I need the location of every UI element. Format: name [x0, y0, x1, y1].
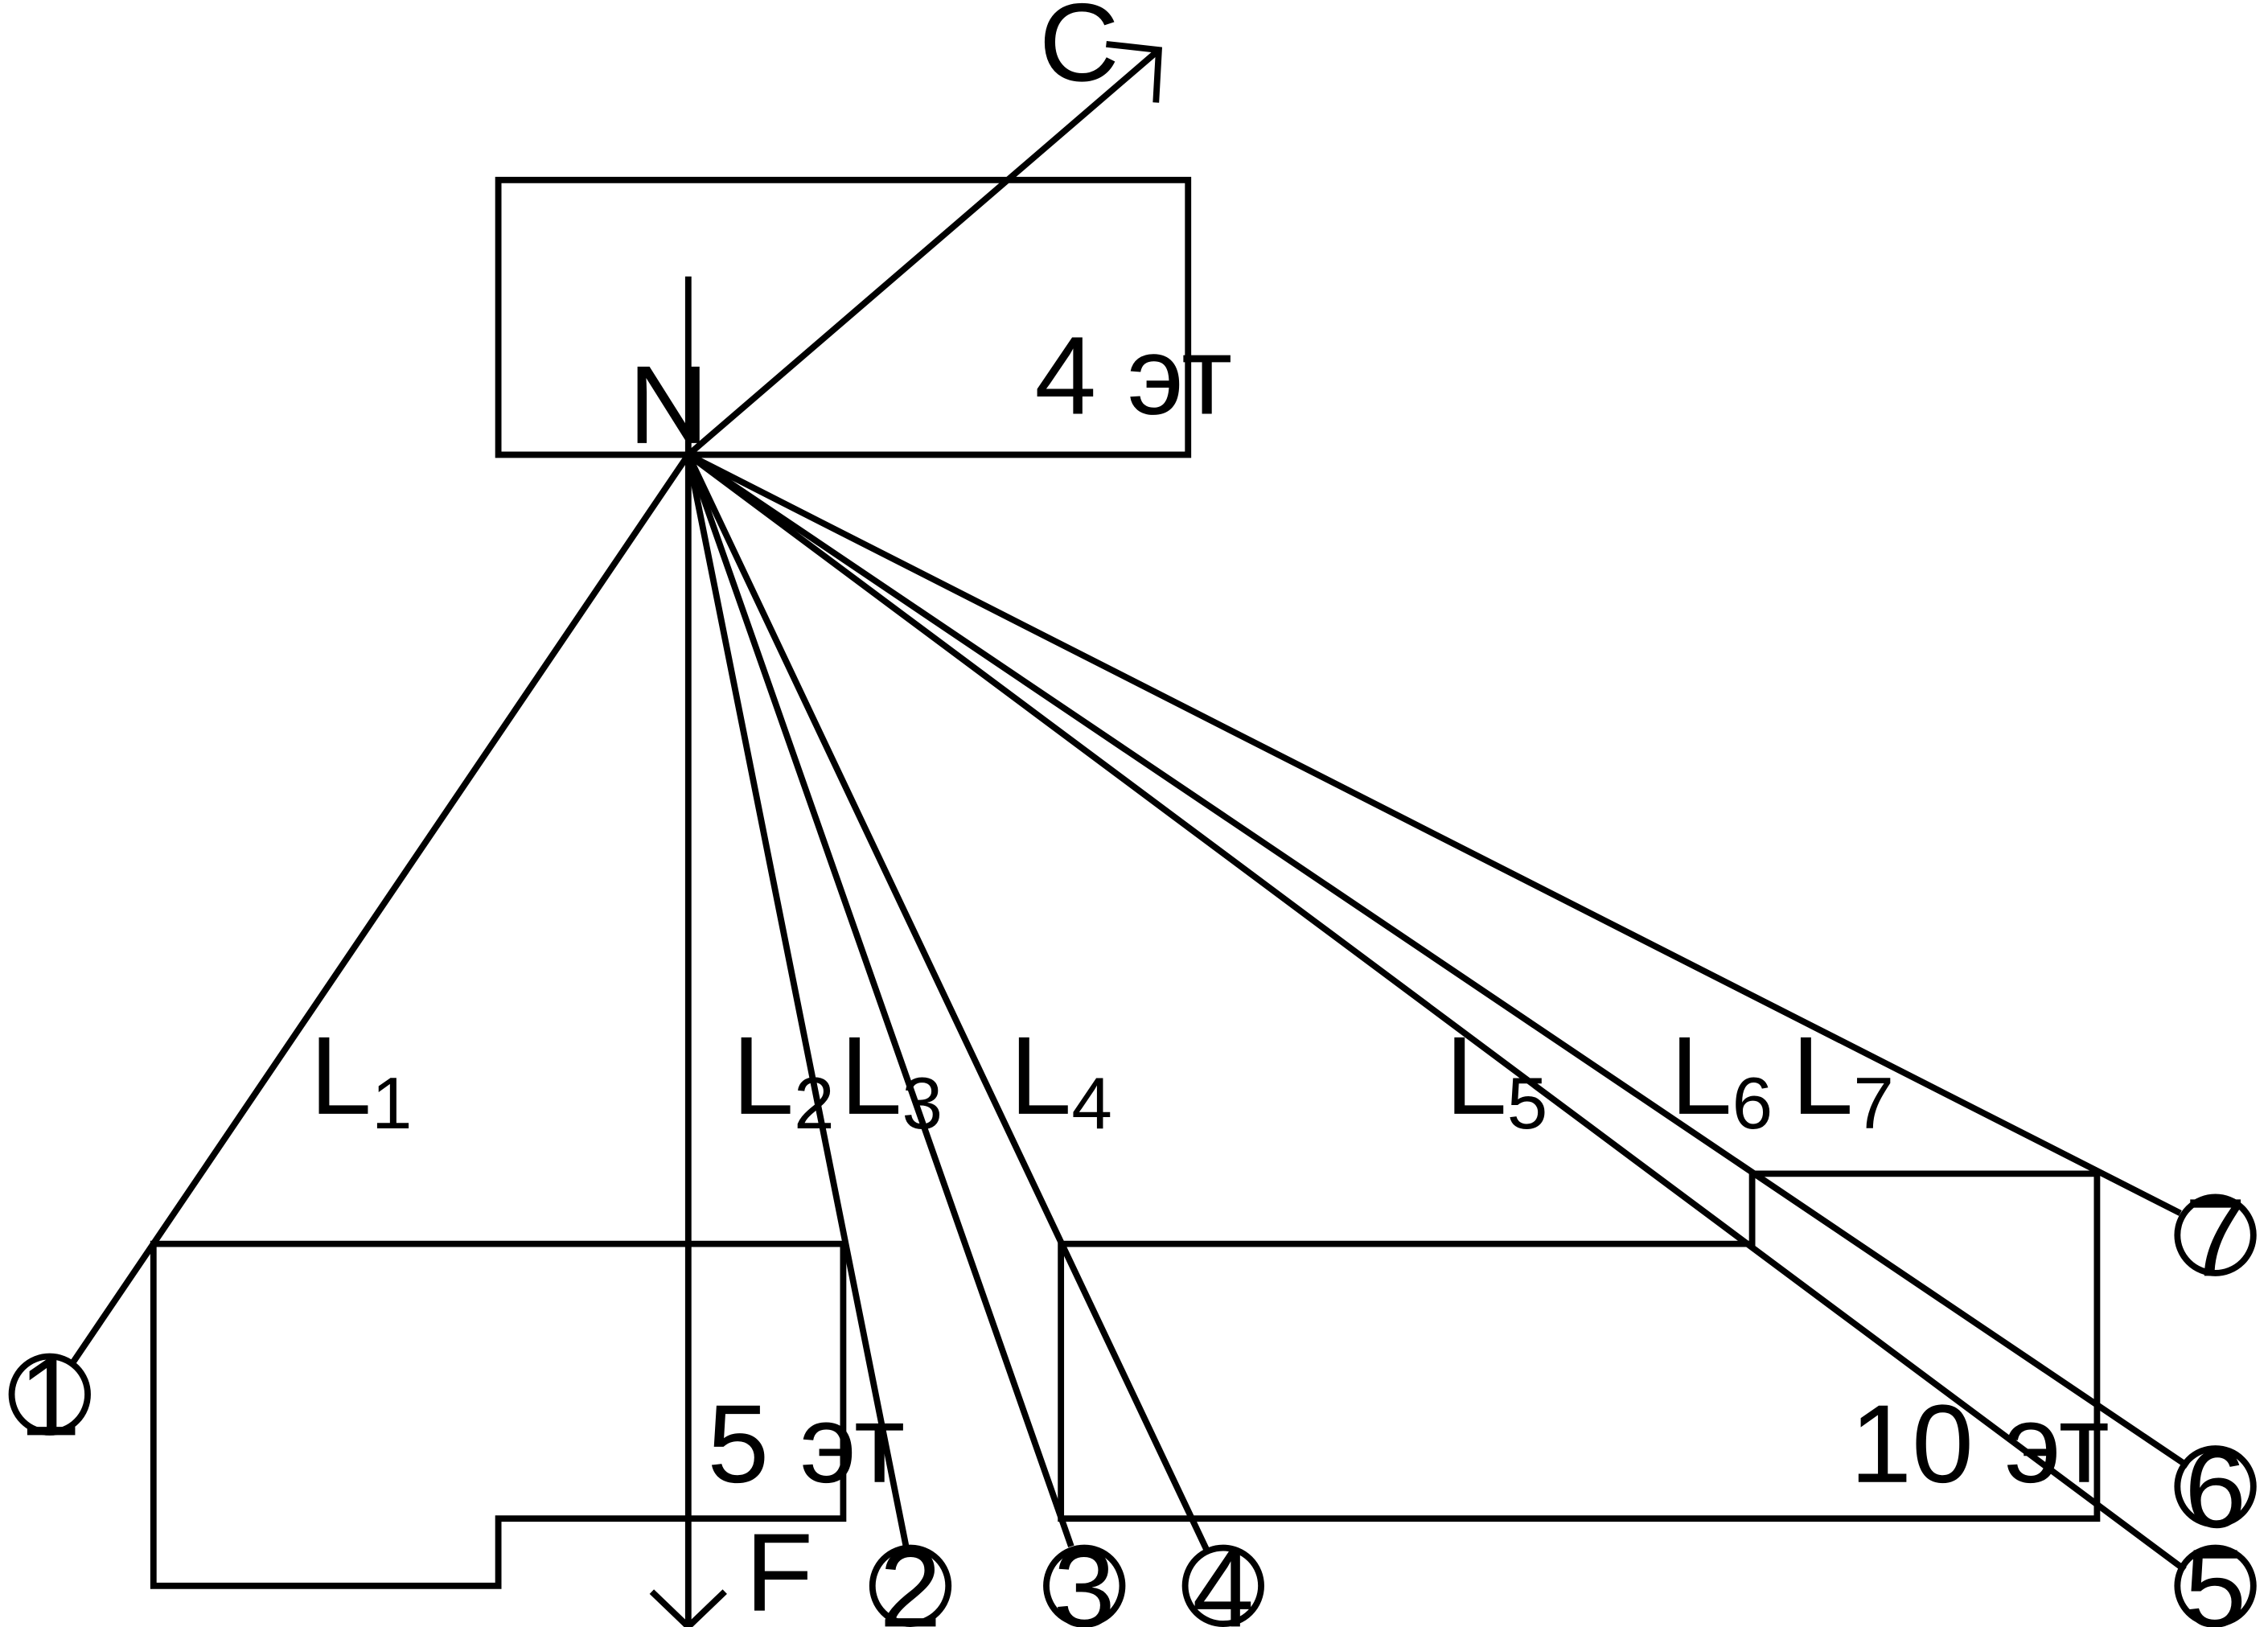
ray-marker-6: 6 [2174, 1428, 2257, 1551]
ray-marker-1-number: 1 [18, 1335, 80, 1459]
ray-marker-4: 4 [1181, 1526, 1264, 1627]
ray-2 [684, 454, 910, 1547]
building-top-label: 4 эт [1034, 314, 1232, 438]
ray-marker-4-number: 4 [1192, 1526, 1254, 1627]
ray-label-1: L1 [310, 1014, 412, 1144]
facade-label: F [746, 1511, 813, 1627]
ray-label-4: L4 [1010, 1014, 1112, 1144]
ray-marker-2: 2 [869, 1526, 952, 1627]
ray-4 [685, 453, 1210, 1552]
building-top-outline [495, 176, 1192, 458]
ray-5 [686, 452, 2187, 1572]
north-arrow-head [1106, 40, 1162, 103]
ray-label-2: L2 [732, 1014, 834, 1144]
ray-marker-3-number: 3 [1054, 1526, 1116, 1627]
building-left-label: 5 эт [707, 1383, 905, 1506]
north-arrow-line [686, 47, 1161, 458]
ray-marker-5: 5 [2174, 1526, 2257, 1627]
ray-label-5: L5 [1445, 1014, 1547, 1144]
ray-1 [70, 453, 692, 1364]
ray-3 [685, 454, 1074, 1548]
ray-6 [686, 452, 2190, 1469]
ray-7 [687, 451, 2182, 1216]
ray-marker-3: 3 [1043, 1526, 1126, 1627]
north-label: С [1039, 0, 1120, 105]
ray-label-3: L3 [840, 1014, 943, 1144]
ray-marker-1: 1 [8, 1335, 91, 1459]
ray-marker-5-number: 5 [2184, 1526, 2246, 1627]
ray-label-7: L7 [1792, 1014, 1894, 1144]
ray-marker-6-number: 6 [2184, 1428, 2246, 1551]
ray-marker-2-number: 2 [880, 1526, 942, 1627]
building-right-label: 10 эт [1850, 1383, 2110, 1506]
observer-label: N [628, 343, 709, 467]
ray-marker-7: 7 [2174, 1176, 2257, 1300]
ray-label-6: L6 [1670, 1014, 1773, 1144]
ray-marker-7-number: 7 [2184, 1176, 2246, 1300]
